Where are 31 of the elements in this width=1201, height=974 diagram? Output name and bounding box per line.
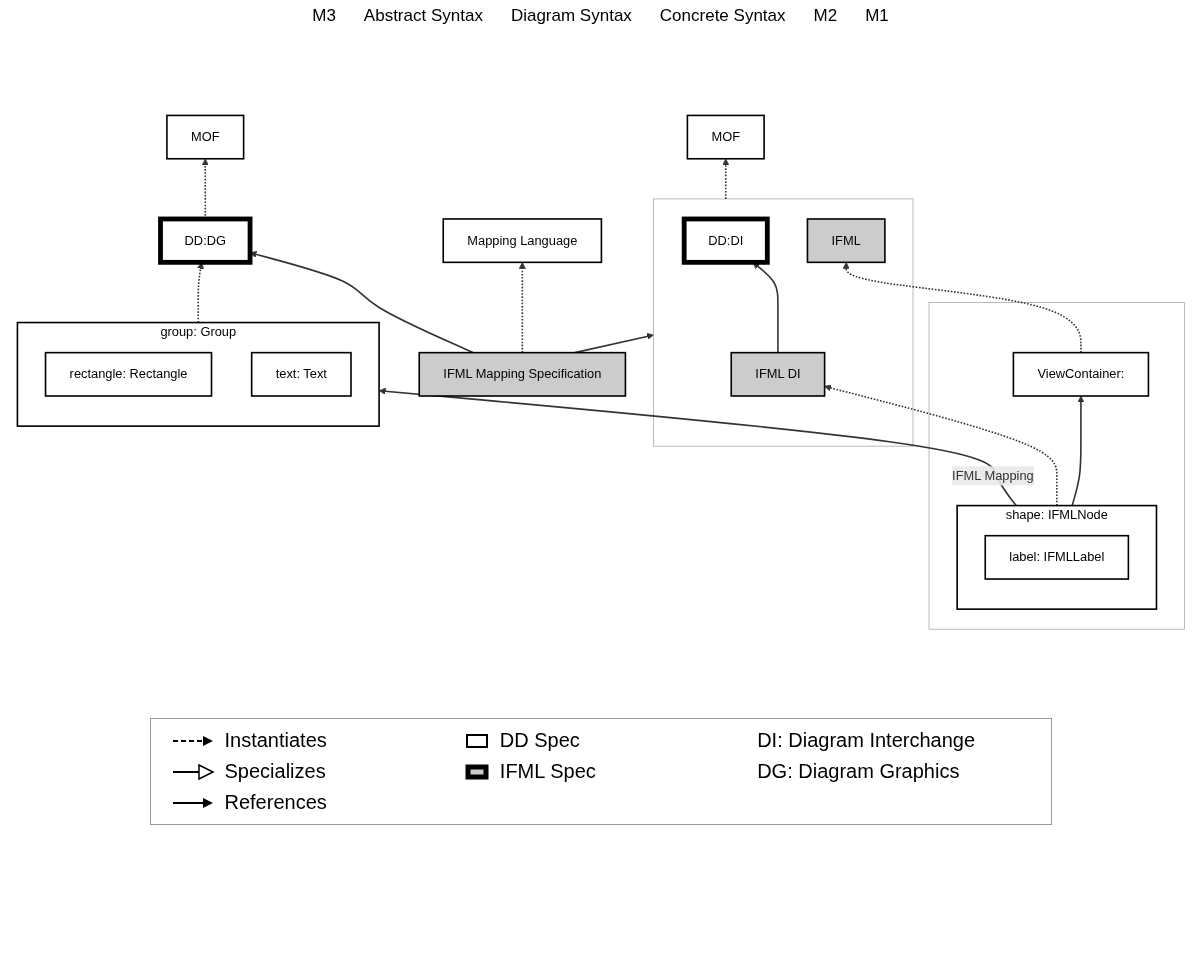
level-label: M1 [865,6,889,26]
node-box: DD:DI [681,216,770,265]
legend-text: DI: Diagram Interchange [757,729,976,752]
node-box: MOF [165,114,244,160]
legend-text: Specializes [224,760,326,783]
node-box: IFML Mapping Specification [417,351,626,397]
edge-label: IFML Mapping [951,468,1034,482]
arrow [378,387,1017,507]
legend-text: DD Spec [499,729,580,752]
level-label: Abstract Syntax [363,6,483,26]
node-box: IFML [806,217,886,263]
node-box: DD:DG [157,216,252,265]
node-box: MOF [686,114,765,160]
legend-text: References [224,791,327,814]
cluster [652,198,913,447]
legend-text: Instantiates [224,729,327,752]
level-label: M2 [813,6,838,26]
node-box: text: Text [250,351,352,397]
level-label: Diagram Syntax [510,6,632,26]
node-box: IFML DI [729,351,825,397]
node-box: Mapping Language [441,217,602,263]
arrow [1070,395,1084,507]
legend-text: DG: Diagram Graphics [757,760,960,783]
level-label: M3 [312,6,336,26]
arrow [721,158,729,200]
node-box: rectangle: Rectangle [44,351,212,397]
legend-text: IFML Spec [499,760,596,783]
node-box: label: IFMLLabel [983,534,1129,580]
level-label: Concrete Syntax [659,6,786,26]
node-box: ViewContainer: [1012,351,1149,397]
cluster [928,301,1185,630]
